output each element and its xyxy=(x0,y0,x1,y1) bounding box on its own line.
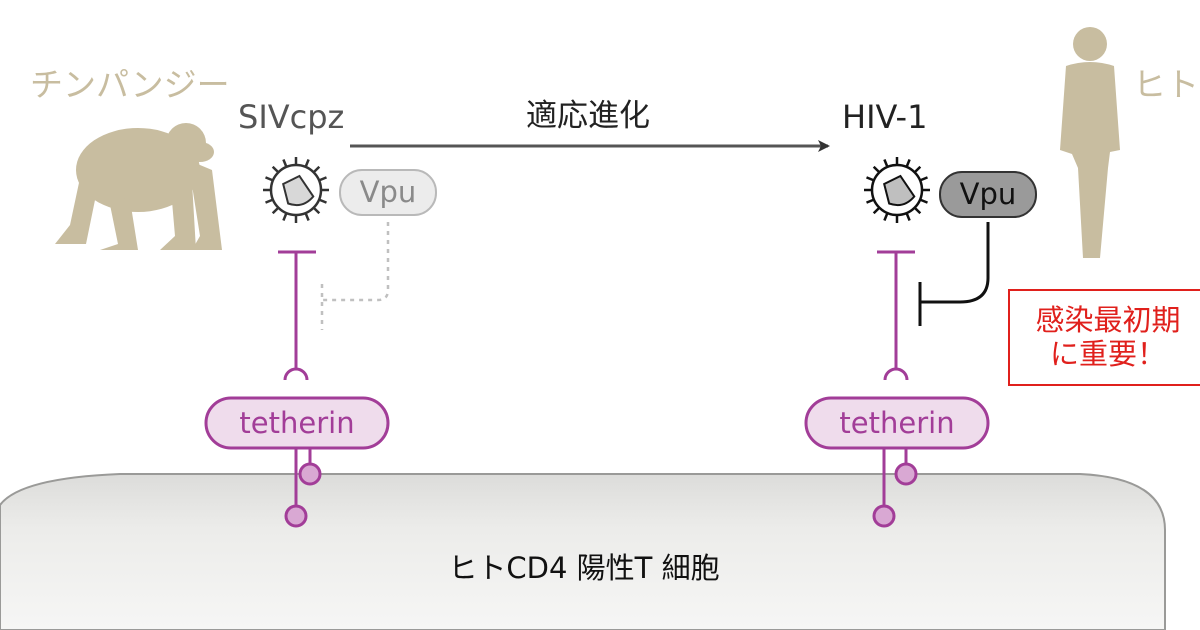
chimpanzee-silhouette xyxy=(55,123,222,250)
tetherin-right: tetherin xyxy=(804,396,990,528)
chimpanzee-label: チンパンジー xyxy=(30,65,230,104)
tetherin-left-label: tetherin xyxy=(239,406,354,440)
callout-box: 感染最初期 に重要！ xyxy=(1008,289,1200,386)
human-label: ヒト xyxy=(1133,65,1199,104)
vpu-hiv-label: Vpu xyxy=(960,177,1017,211)
callout-text: 感染最初期 に重要！ xyxy=(1010,303,1200,371)
siv-label: SIVcpz xyxy=(238,98,344,136)
cell-label: ヒトCD4 陽性T 細胞 xyxy=(448,551,719,585)
callout-line-2: に重要！ xyxy=(1049,337,1166,371)
vpu-siv-pill: Vpu xyxy=(339,169,437,216)
siv-virus-icon xyxy=(263,157,329,223)
tetherin-right-label: tetherin xyxy=(839,406,954,440)
evolution-label: 適応進化 xyxy=(526,98,650,134)
vpu-siv-label: Vpu xyxy=(360,175,417,209)
hiv-virus-icon xyxy=(864,157,930,223)
tetherin-left: tetherin xyxy=(204,396,390,528)
vpu-hiv-inhibition xyxy=(918,222,990,326)
callout-line-1: 感染最初期 xyxy=(1035,303,1181,337)
vpu-siv-weak-inhibition xyxy=(320,222,390,330)
vpu-hiv-pill: Vpu xyxy=(939,171,1037,218)
human-silhouette xyxy=(1060,27,1120,258)
tetherin-inhibition-right xyxy=(877,250,915,381)
hiv-label: HIV-1 xyxy=(842,98,927,136)
tetherin-inhibition-left xyxy=(278,250,316,381)
